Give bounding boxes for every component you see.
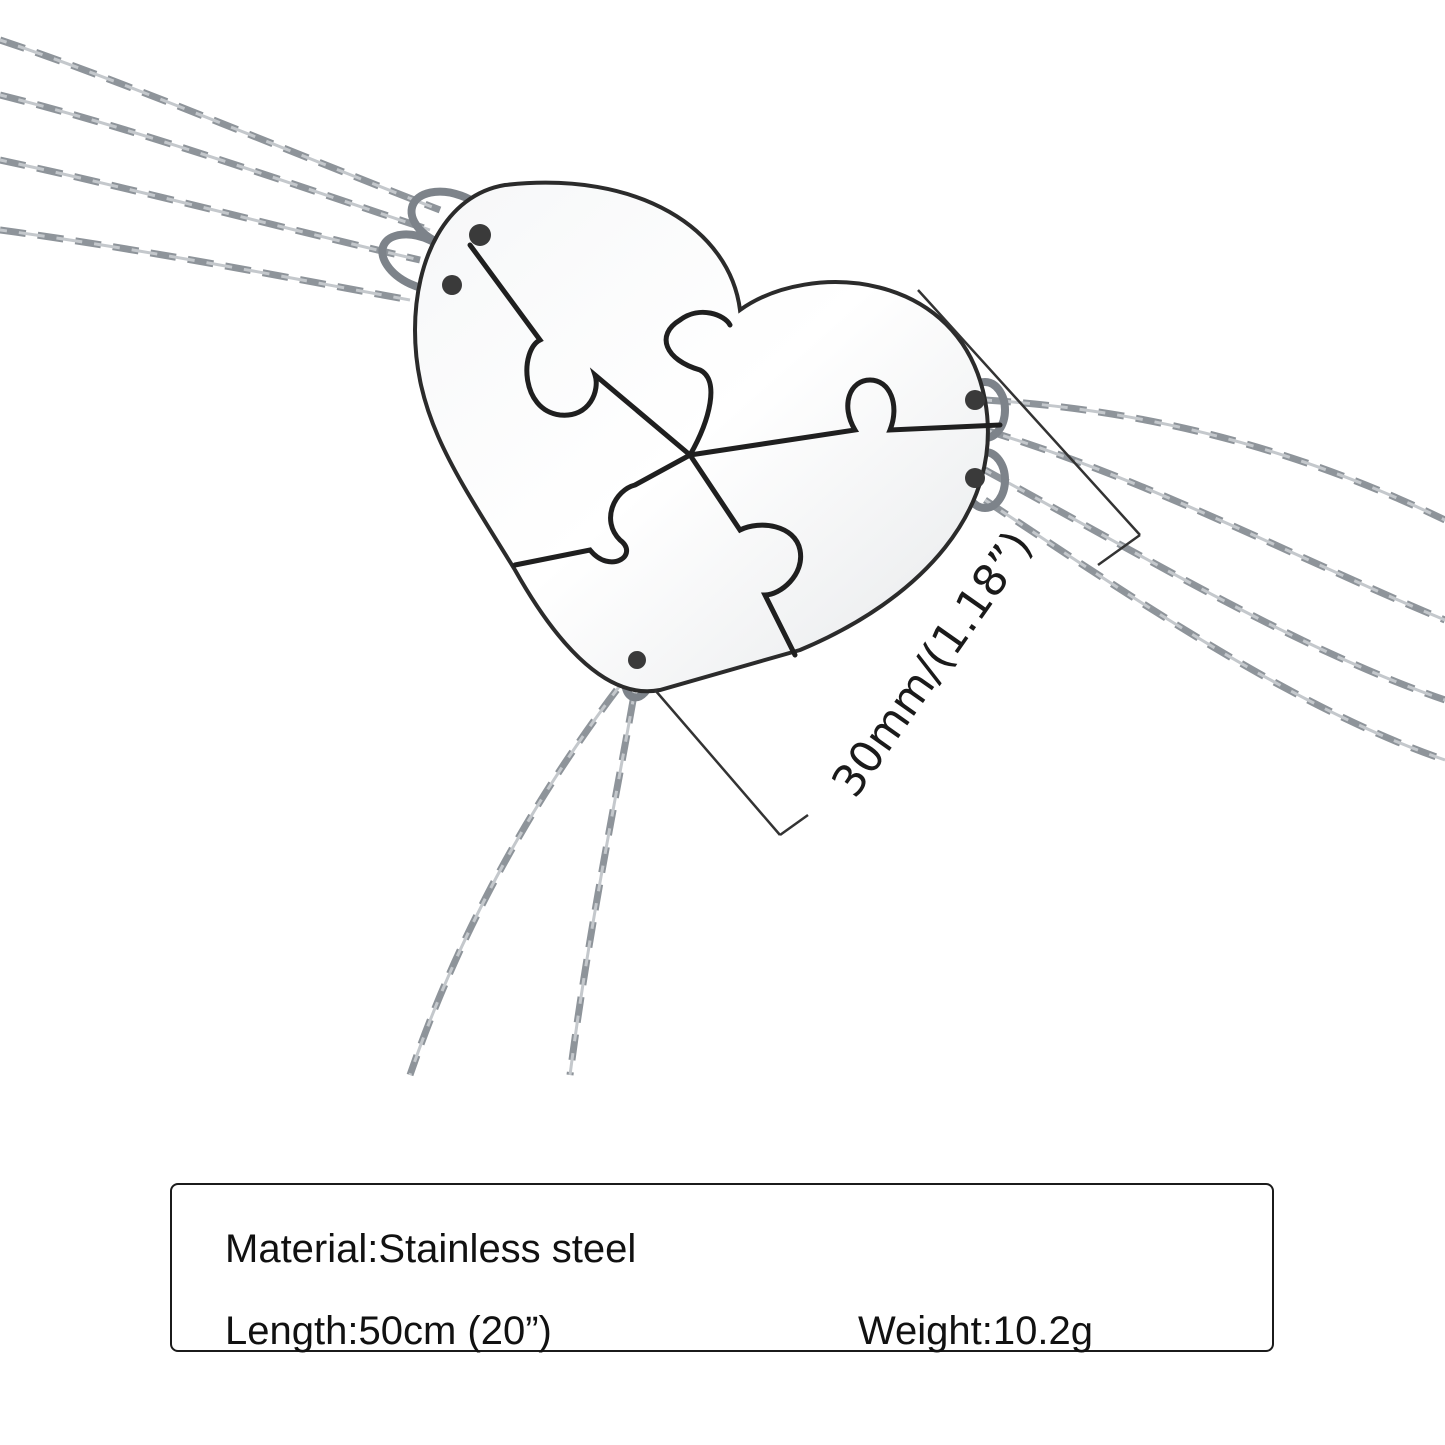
heart-puzzle-pendant [412,180,1003,694]
chain-right-links [984,398,1445,762]
dimension-bracket [654,289,1141,837]
material-spec: Material:Stainless steel [225,1227,637,1271]
chain-bottom [406,657,644,1077]
length-spec: Length:50cm (20”) [225,1309,552,1353]
pendant-holes [442,224,985,669]
chain-bottom-links [408,659,642,1076]
chain-upper-left [0,36,442,304]
puzzle-seams [467,242,1003,658]
weight-spec: Weight:10.2g [858,1309,1093,1353]
product-photo: 30mm/(1.18”) [0,36,1445,1077]
spec-box: Material:Stainless steel Length:50cm (20… [170,1183,1274,1352]
chain-upper-left-links [0,38,441,302]
